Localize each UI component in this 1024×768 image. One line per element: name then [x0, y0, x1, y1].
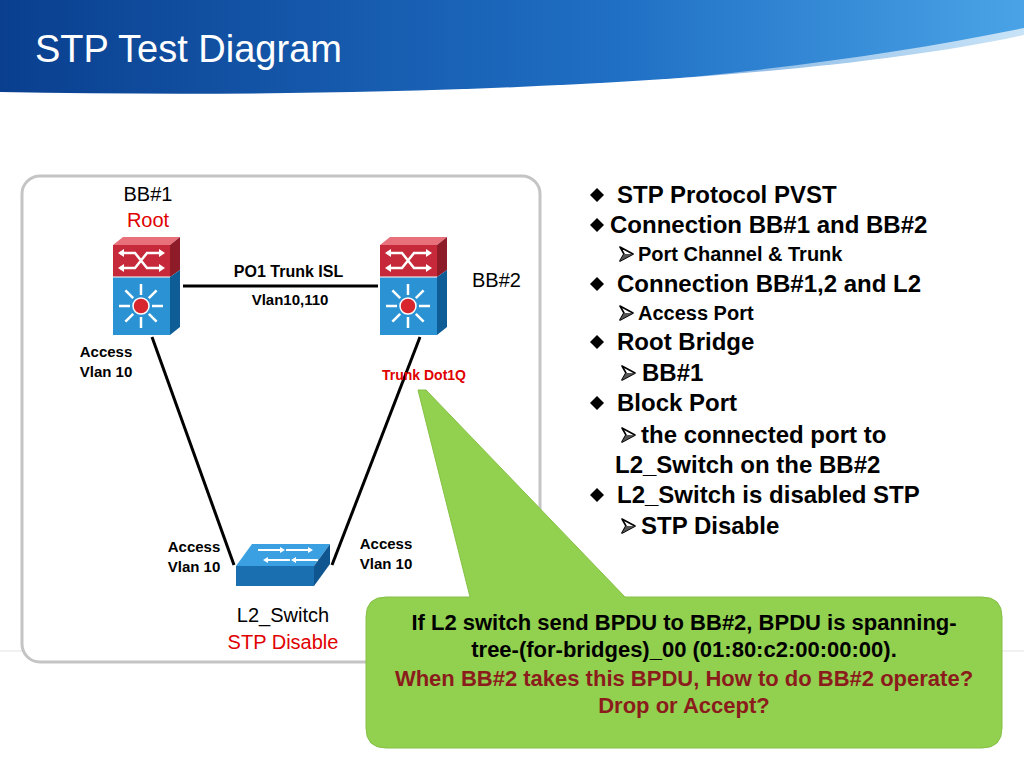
vlan-label: Vlan10,110	[230, 291, 350, 309]
callout-bubble-shape	[366, 390, 1002, 748]
slide-title: STP Test Diagram	[35, 26, 342, 72]
bullet-diamonds	[590, 188, 604, 502]
switch-name: BB#1	[93, 182, 203, 206]
bullet-diamonds	[590, 218, 604, 232]
bullet-text: STP Protocol PVST	[617, 181, 837, 209]
multilayer-switch-icon	[380, 237, 447, 335]
multilayer-switch-icon	[113, 237, 180, 335]
port-label: Access Vlan 10	[352, 534, 420, 574]
bullet-text: Root Bridge	[617, 328, 754, 356]
header-band	[300, 28, 1024, 98]
bullet-text: Block Port	[617, 389, 737, 417]
callout-note: If L2 switch send BPDU to BB#2, BPDU is …	[392, 609, 977, 663]
switch-role: Root	[93, 208, 203, 232]
root-bridge-switch: BB#1Root	[113, 182, 183, 337]
bullet-text: Connection BB#1,2 and L2	[617, 270, 921, 298]
port-channel-link	[183, 285, 378, 288]
bullet-diamonds	[590, 396, 604, 410]
header-band	[0, 0, 1024, 94]
bullet-arrows	[622, 428, 635, 442]
backbone-switch: BB#2	[378, 236, 528, 337]
bullet-text: Connection BB#1 and BB#2	[610, 211, 927, 239]
bullet-diamonds	[590, 335, 604, 349]
sub-bullet-text: BB#1	[642, 359, 703, 387]
bullet-diamonds	[590, 188, 604, 202]
bullet-arrows	[620, 306, 633, 320]
sub-bullet-text: Access Port	[638, 301, 754, 325]
bullet-arrows	[622, 366, 635, 380]
port-label: Access Vlan 10	[160, 537, 228, 577]
l2-switch-icon	[236, 566, 314, 586]
port-label: Trunk Dot1Q	[362, 367, 486, 384]
l2-switch-icon	[236, 544, 330, 566]
callout-question: When BB#2 takes this BPDU, How to do BB#…	[392, 665, 977, 719]
l2-switch-icon	[236, 544, 330, 586]
switch-name: BB#2	[472, 268, 532, 292]
header-band	[0, 0, 1024, 98]
switch-name: L2_Switch	[214, 603, 352, 627]
sub-bullet-text: STP Disable	[641, 512, 779, 540]
bullet-diamonds	[590, 277, 604, 291]
switch-status: STP Disable	[214, 630, 352, 654]
link-label: PO1 Trunk ISL	[209, 262, 369, 281]
bullet-diamonds	[590, 488, 604, 502]
bullet-arrows	[620, 247, 633, 261]
l2-switch-icon	[263, 547, 313, 563]
sub-bullet-text: the connected port to L2_Switch on the B…	[615, 420, 900, 480]
bullet-arrows	[622, 519, 635, 533]
access-switch: L2_SwitchSTP Disable	[234, 540, 332, 652]
l2-switch-icon	[314, 544, 330, 586]
access-link	[152, 337, 234, 565]
sub-bullet-text: Port Channel & Trunk	[638, 242, 842, 266]
diagram-frame	[22, 176, 540, 662]
bullet-text: L2_Switch is disabled STP	[617, 481, 920, 509]
port-label: Access Vlan 10	[72, 342, 140, 382]
